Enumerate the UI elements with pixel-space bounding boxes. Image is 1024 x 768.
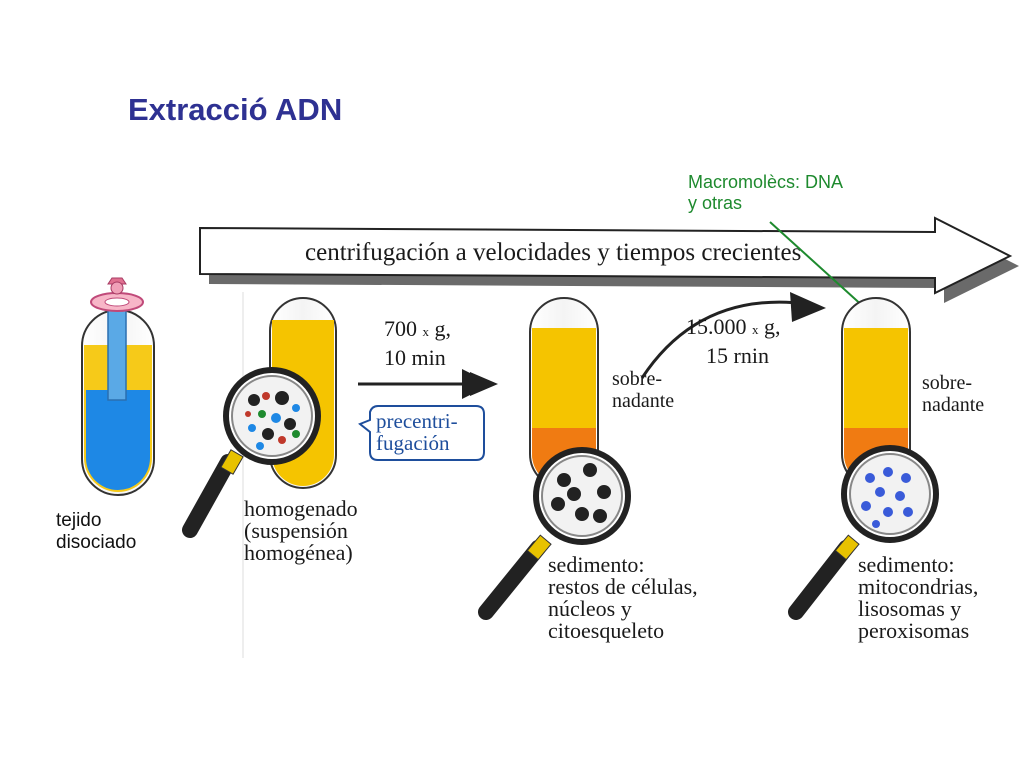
- stage4-sediment-line-4: peroxisomas: [858, 618, 970, 643]
- step1-speed: 700: [384, 316, 417, 341]
- precentrifugation-line-2: fugación: [376, 431, 450, 455]
- step2-speed-line: 15.000 x g,: [686, 316, 781, 341]
- banner-arrow: [199, 216, 1019, 303]
- step2-conditions: 15.000 x g, 15 rnin: [686, 316, 781, 367]
- stage3-sediment-label: sedimento: restos de células, núcleos y …: [548, 554, 698, 642]
- label-homogenado: homogenado (suspensión homogénea): [244, 498, 358, 564]
- stage4-sediment-line-2: mitocondrias,: [858, 574, 979, 599]
- precentrifugation-bubble: [358, 405, 485, 461]
- precentrifugation-line-1: precentri-: [376, 409, 458, 433]
- tube-tejido-disociado: [81, 277, 155, 496]
- stage3-sediment-line-1: sedimento:: [548, 552, 645, 577]
- macromolecules-line-1: Macromolècs: DNA: [688, 172, 844, 192]
- step2-unit-x: x: [752, 322, 759, 337]
- stage4-sediment-label: sedimento: mitocondrias, lisosomas y per…: [858, 554, 978, 642]
- step1-unit-g: g,: [434, 316, 452, 341]
- stage4-sobre: sobre-: [922, 372, 972, 394]
- stage3-nadante: nadante: [612, 390, 675, 412]
- step2-speed: 15.000: [686, 314, 747, 339]
- label-tejido: tejido: [56, 510, 102, 531]
- step1-conditions: 700 x g, 10 min: [384, 318, 451, 369]
- step1-speed-line: 700 x g,: [384, 318, 451, 343]
- stage3-sediment-line-2: restos de células,: [548, 574, 698, 599]
- stage4-supernatant-label: sobre- nadante: [922, 372, 984, 416]
- stage3-sediment-line-3: núcleos y: [548, 596, 632, 621]
- scan-background: [242, 292, 244, 658]
- label-homogenado-line-3: homogénea): [244, 540, 353, 565]
- macromolecules-label: Macromolècs: DNA y otras: [688, 172, 843, 214]
- stage4-nadante: nadante: [922, 394, 985, 416]
- label-tejido-disociado: tejido disociado: [56, 510, 136, 554]
- label-homogenado-line-2: (suspensión: [244, 518, 348, 543]
- stage4-sediment-line-1: sedimento:: [858, 552, 955, 577]
- magnifier-stage3: [478, 447, 631, 620]
- banner-text: centrifugación a velocidades y tiempos c…: [305, 239, 801, 266]
- magnifier-homogenado: [182, 367, 321, 538]
- step2-arrow: [640, 300, 809, 379]
- label-homogenado-line-1: homogenado: [244, 496, 358, 521]
- step1-unit-x: x: [422, 324, 430, 339]
- step2-arrow-head: [790, 292, 826, 322]
- label-disociado: disociado: [56, 532, 137, 553]
- stage4-sediment-line-3: lisosomas y: [858, 596, 962, 621]
- stage3-supernatant-label: sobre- nadante: [612, 368, 674, 412]
- macromolecules-line-2: y otras: [688, 193, 743, 213]
- stage3-sobre: sobre-: [612, 368, 662, 390]
- step1-time: 10 min: [384, 345, 446, 370]
- step1-arrow-head: [470, 372, 498, 396]
- magnifier-stage4: [788, 445, 939, 620]
- step2-unit-g: g,: [764, 314, 781, 339]
- step2-time: 15 rnin: [706, 343, 769, 368]
- precentrifugation-text: precentri- fugación: [376, 410, 458, 454]
- tube-stage3: [529, 297, 599, 489]
- stage3-sediment-line-4: citoesqueleto: [548, 618, 665, 643]
- page-title: Extracció ADN: [128, 92, 343, 127]
